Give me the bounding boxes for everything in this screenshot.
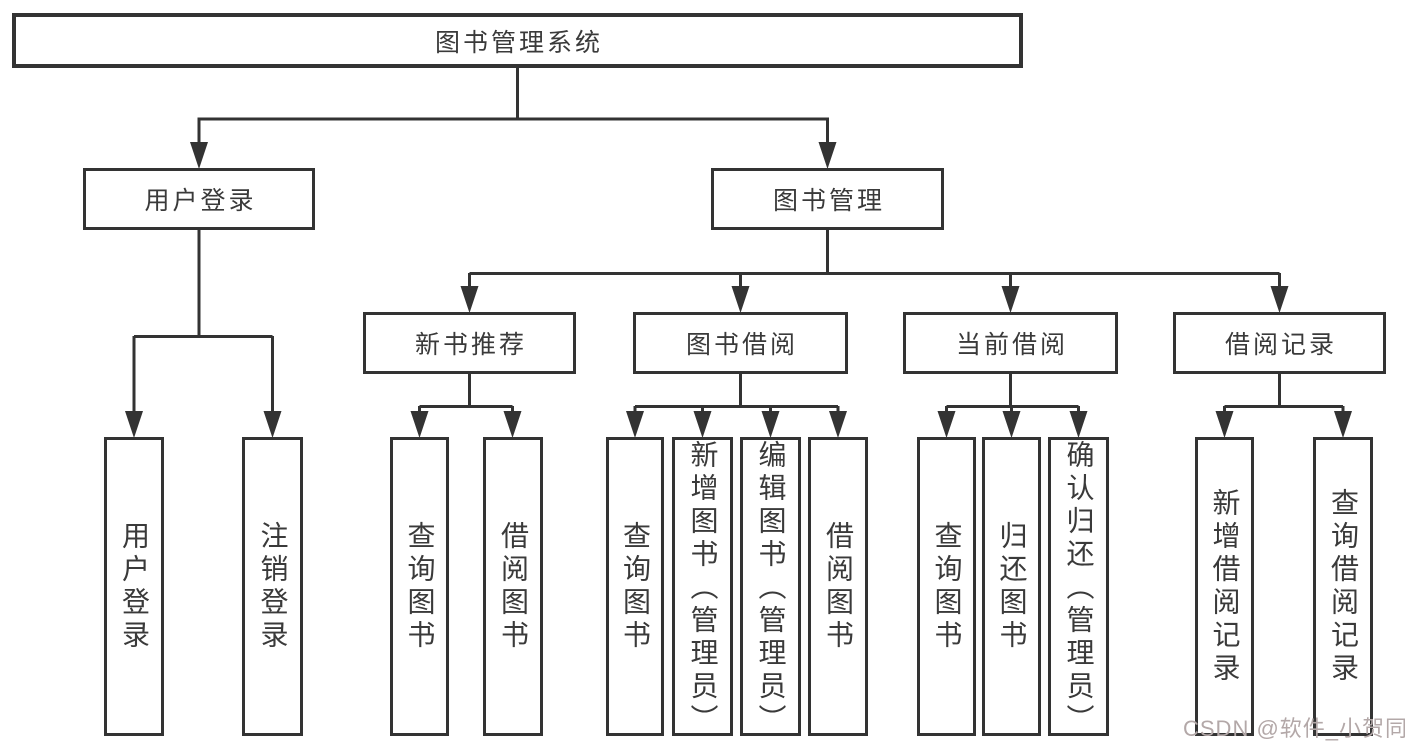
leaf-bb-edit-books-admin: 编辑图书（管理员） [740, 437, 801, 737]
node-new-book-rec-label: 新书推荐 [414, 331, 527, 359]
node-book-borrow-label: 图书借阅 [685, 331, 798, 359]
arrowhead-borrow-records [1270, 286, 1289, 313]
watermark: CSDN @软件_小贺同学 [1183, 716, 1405, 741]
leaf-nbr-borrow-books: 借阅图书 [483, 437, 543, 736]
node-current-borrow-label: 当前借阅 [955, 331, 1068, 359]
arrowhead-bb-borrow [829, 411, 847, 438]
arrowhead-cb-confirm [1069, 411, 1088, 438]
node-current-borrow: 当前借阅 [903, 312, 1118, 374]
leaf-cb-return-books-label: 归还图书 [996, 520, 1028, 653]
arrowhead-ul-login [125, 411, 143, 438]
node-book-borrow: 图书借阅 [633, 312, 848, 374]
node-user-login: 用户登录 [83, 168, 315, 230]
node-borrow-records: 借阅记录 [1173, 312, 1386, 374]
arrowhead-nbr-borrow [503, 411, 522, 438]
leaf-bb-add-books-admin-label: 新增图书（管理员） [687, 440, 719, 737]
node-root-label: 图书管理系统 [434, 28, 603, 57]
leaf-br-add-record-label: 新增借阅记录 [1209, 487, 1241, 686]
leaf-logout-label: 注销登录 [257, 520, 289, 653]
leaf-user-login: 用户登录 [104, 437, 164, 736]
arrowhead-user-login [190, 142, 208, 169]
arrowhead-current-borrow [1001, 286, 1020, 313]
arrowhead-cb-query [937, 411, 956, 438]
leaf-bb-add-books-admin: 新增图书（管理员） [672, 437, 733, 737]
node-new-book-rec: 新书推荐 [363, 312, 576, 374]
arrowhead-book-borrow [731, 286, 750, 313]
arrowhead-br-add [1215, 411, 1234, 438]
leaf-nbr-query-books-label: 查询图书 [404, 520, 436, 653]
arrowhead-new-book-rec [460, 286, 479, 313]
leaf-cb-return-books: 归还图书 [982, 437, 1041, 736]
leaf-bb-edit-books-admin-label: 编辑图书（管理员） [755, 440, 787, 737]
arrowhead-bb-query [626, 411, 644, 438]
leaf-user-login-label: 用户登录 [119, 520, 150, 653]
node-borrow-records-label: 借阅记录 [1224, 331, 1337, 359]
leaf-cb-confirm-return-admin-label: 确认归还（管理员） [1063, 440, 1095, 737]
leaf-bb-borrow-books-label: 借阅图书 [823, 520, 854, 653]
leaf-cb-confirm-return-admin: 确认归还（管理员） [1048, 437, 1109, 737]
leaf-br-add-record: 新增借阅记录 [1195, 437, 1254, 736]
leaf-logout: 注销登录 [242, 437, 303, 736]
leaf-nbr-query-books: 查询图书 [390, 437, 449, 736]
leaf-bb-query-books: 查询图书 [606, 437, 664, 736]
arrowhead-ul-logout [263, 411, 282, 438]
node-user-login-label: 用户登录 [144, 187, 257, 215]
leaf-nbr-borrow-books-label: 借阅图书 [498, 520, 529, 653]
leaf-bb-borrow-books: 借阅图书 [808, 437, 868, 736]
leaf-cb-query-books: 查询图书 [917, 437, 976, 736]
arrowhead-bb-edit [761, 411, 780, 438]
leaf-bb-query-books-label: 查询图书 [620, 520, 651, 653]
arrowhead-br-query [1334, 411, 1352, 438]
arrowhead-cb-return [1002, 411, 1021, 438]
leaf-cb-query-books-label: 查询图书 [931, 520, 963, 653]
node-book-mgmt-label: 图书管理 [772, 187, 885, 215]
leaf-br-query-record-label: 查询借阅记录 [1328, 487, 1359, 686]
leaf-br-query-record: 查询借阅记录 [1313, 437, 1373, 736]
arrowhead-bb-add [693, 411, 712, 438]
arrowhead-book-mgmt [818, 142, 837, 169]
node-root: 图书管理系统 [12, 13, 1023, 68]
node-book-mgmt: 图书管理 [711, 168, 944, 230]
arrowhead-nbr-query [410, 411, 429, 438]
